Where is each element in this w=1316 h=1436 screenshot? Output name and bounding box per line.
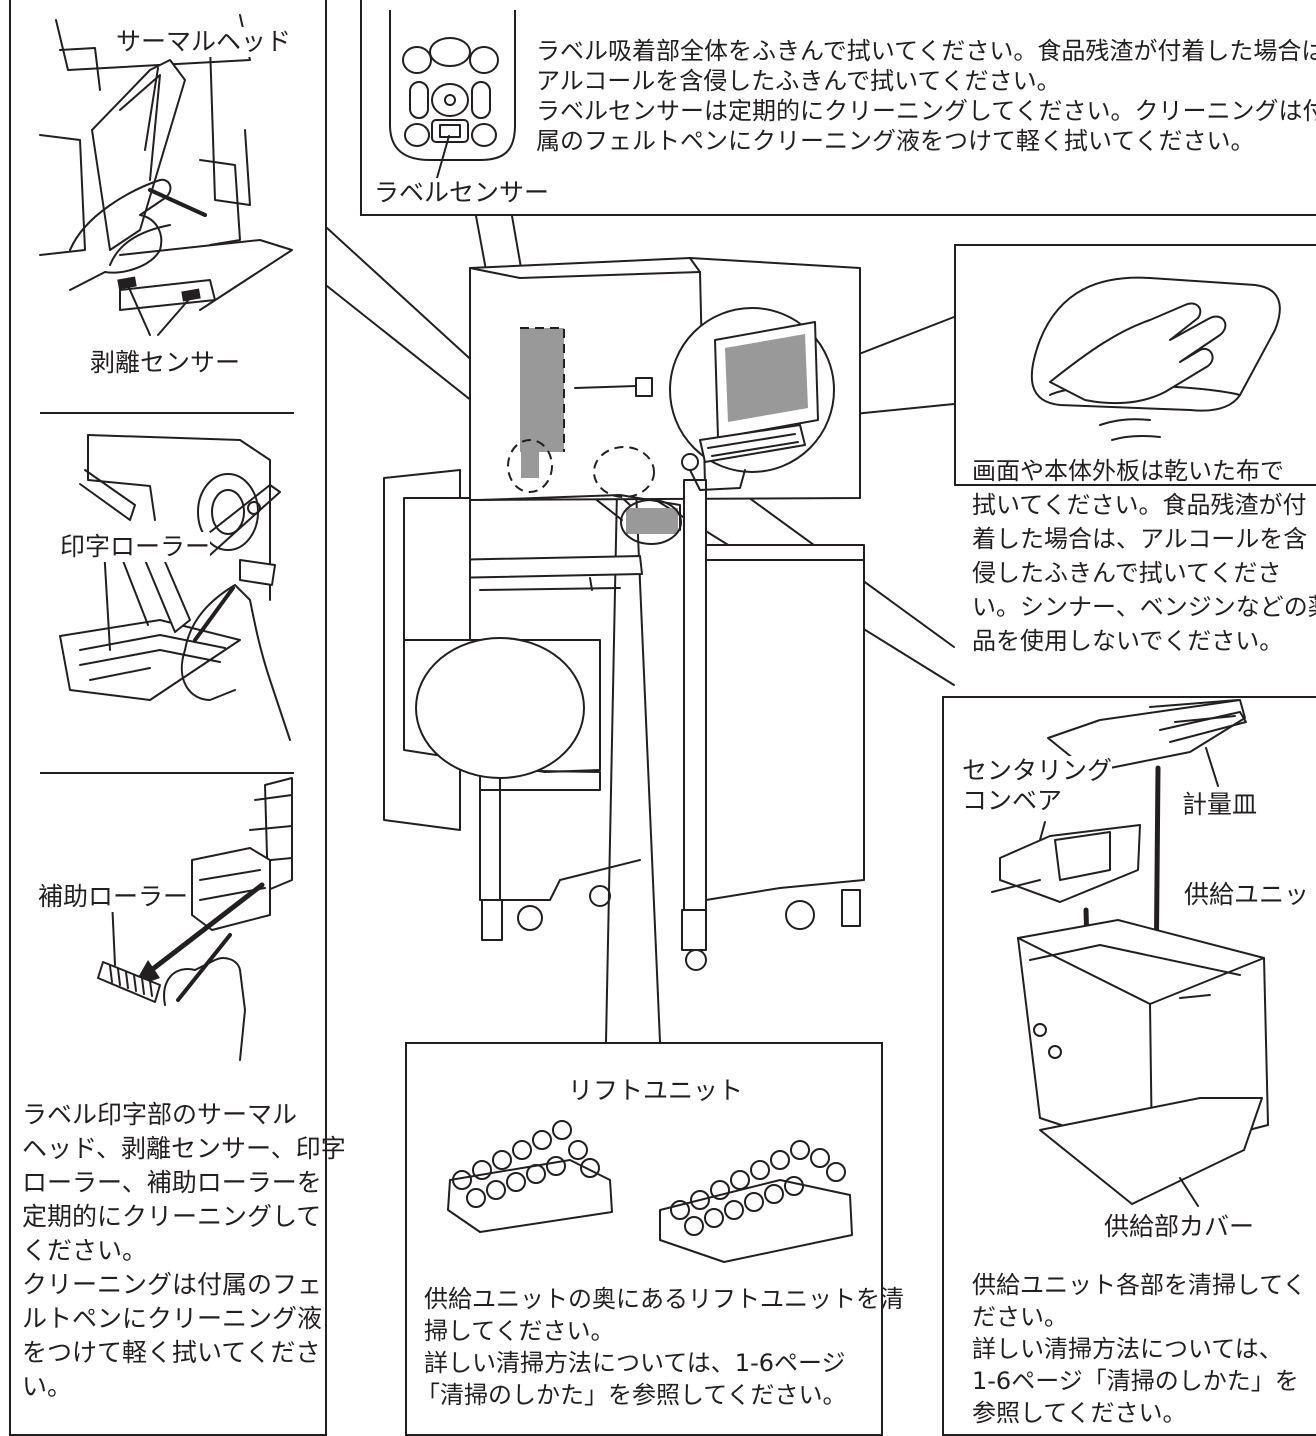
right-bottom-desc-line: 詳しい清掃方法については、 [972, 1335, 1283, 1363]
left-desc-line: ヘッド、剥離センサー、印字 [22, 1134, 346, 1163]
print-roller-illustration [59, 434, 291, 741]
supply-cover-label: 供給部カバー [1104, 1212, 1255, 1242]
lift-unit-label: リフトユニット [568, 1076, 744, 1106]
wiping-hand-illustration [1030, 276, 1281, 441]
left-desc-line: ルトペンにクリーニング液 [22, 1304, 323, 1333]
centering-conveyor-label: センタリング コンベア [962, 756, 1113, 816]
top-desc-line: 属のフェルトペンにクリーニング液をつけて軽く拭いてください。 [536, 127, 1255, 155]
lift-unit-illustration [447, 1120, 853, 1263]
left-desc-line: ラベル印字部のサーマル [22, 1100, 298, 1129]
bottom-desc-line: 供給ユニットの奥にあるリフトユニットを清 [424, 1285, 904, 1313]
left-panel [9, 0, 327, 1436]
supply-unit-label: 供給ユニット [1184, 880, 1316, 910]
right-top-desc-line: 画面や本体外板は乾いた布で [972, 457, 1284, 485]
left-desc-line: い。 [22, 1372, 73, 1401]
thermal-head-illustration [39, 14, 293, 336]
centering-conveyor-label-line: センタリング [962, 756, 1113, 785]
bottom-desc-line: 詳しい清掃方法については、1-6ページ [424, 1349, 846, 1377]
bottom-desc-line: 「清掃のしかた」を参照してください。 [416, 1381, 847, 1409]
right-top-desc-line: 着した場合は、アルコールを含 [972, 525, 1308, 553]
right-top-desc-line: い。シンナー、ベンジンなどの薬 [972, 593, 1316, 621]
aux-roller-label: 補助ローラー [38, 882, 189, 912]
top-desc-line: ラベルセンサーは定期的にクリーニングしてください。クリーニングは付 [536, 97, 1316, 125]
right-bottom-desc-line: 1-6ページ「清掃のしかた」を [972, 1367, 1299, 1395]
top-desc-line: ラベル吸着部全体をふきんで拭いてください。食品残渣が付着した場合は [536, 37, 1316, 65]
label-sensor-label: ラベルセンサー [374, 178, 550, 208]
weighing-tray-label: 計量皿 [1182, 790, 1258, 820]
right-top-desc-line: 拭いてください。食品残渣が付 [972, 491, 1307, 519]
label-sensor-illustration [389, 10, 516, 179]
bottom-desc-line: 掃してください。 [424, 1317, 615, 1345]
right-bottom-desc-line: 供給ユニット各部を清掃してく [972, 1271, 1307, 1299]
print-roller-label: 印字ローラー [60, 532, 211, 562]
peel-sensor-label: 剥離センサー [90, 348, 241, 378]
right-top-desc-line: 侵したふきんで拭いてくださ [972, 559, 1282, 587]
supply-unit-illustration [991, 699, 1269, 1207]
left-divider-1 [40, 412, 294, 414]
left-desc-line: クリーニングは付属のフェ [22, 1270, 323, 1299]
left-desc-line: ローラー、補助ローラーを [22, 1168, 322, 1197]
left-desc-line: 定期的にクリーニングして [22, 1202, 322, 1231]
left-divider-2 [40, 772, 294, 774]
thermal-head-label: サーマルヘッド [116, 27, 292, 57]
right-bottom-desc-line: ださい。 [972, 1303, 1068, 1331]
aux-roller-illustration [97, 777, 293, 1061]
right-top-desc-line: 品を使用しないでください。 [972, 627, 1284, 655]
top-desc-line: アルコールを含侵したふきんで拭いてください。 [536, 67, 1061, 95]
centering-conveyor-label-line: コンベア [962, 786, 1063, 815]
right-bottom-desc-line: 参照してください。 [972, 1399, 1187, 1427]
left-desc-line: をつけて軽く拭いてくださ [22, 1338, 321, 1367]
main-machine-illustration [383, 257, 865, 971]
left-desc-line: ください。 [22, 1236, 148, 1265]
